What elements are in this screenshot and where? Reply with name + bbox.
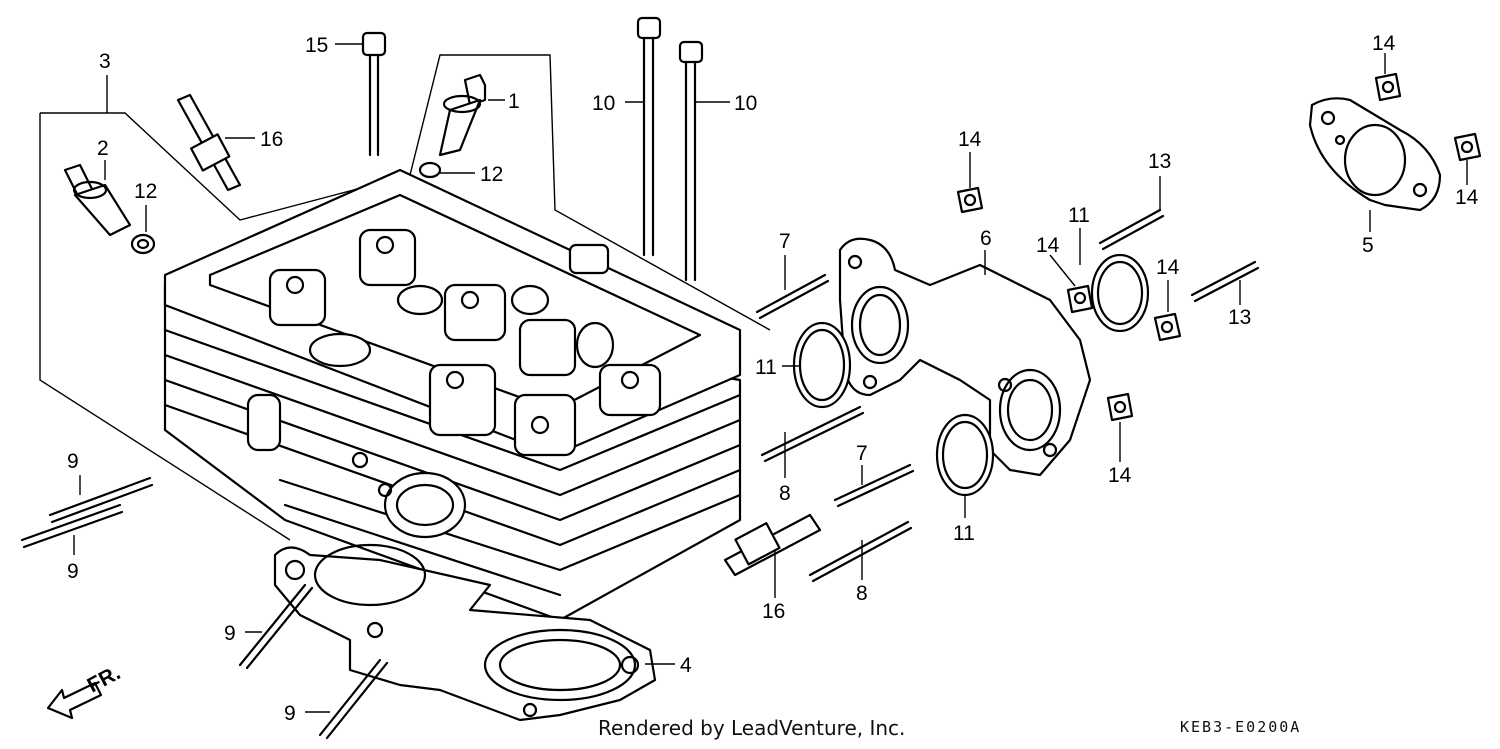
studs-7-8 bbox=[755, 273, 915, 583]
front-arrow-icon bbox=[46, 681, 103, 720]
callout-12a: 12 bbox=[134, 180, 157, 203]
group-bracket bbox=[39, 54, 771, 541]
bolt-2 bbox=[63, 163, 132, 237]
spark-plug-16b bbox=[723, 513, 822, 577]
callout-14f: 14 bbox=[1455, 186, 1479, 209]
callout-10a: 10 bbox=[592, 92, 615, 115]
callout-14b: 14 bbox=[1036, 234, 1060, 257]
callout-9b: 9 bbox=[67, 560, 79, 583]
long-bolt-10b bbox=[678, 40, 704, 282]
callout-9d: 9 bbox=[284, 702, 296, 725]
callout-4: 4 bbox=[680, 654, 692, 677]
callout-7a: 7 bbox=[779, 230, 791, 253]
cylinder-head bbox=[163, 168, 742, 622]
intake-manifold bbox=[838, 237, 1092, 477]
bolt-1 bbox=[438, 73, 487, 157]
nuts-14 bbox=[956, 72, 1482, 422]
callout-7b: 7 bbox=[856, 442, 868, 465]
callout-2: 2 bbox=[97, 137, 109, 160]
spark-plug-16a bbox=[176, 93, 242, 192]
long-bolt-10a bbox=[636, 16, 662, 257]
callout-10b: 10 bbox=[734, 92, 757, 115]
callout-14e: 14 bbox=[1372, 32, 1396, 55]
callout-9c: 9 bbox=[224, 622, 236, 645]
oring-11c bbox=[1090, 253, 1150, 333]
callout-11a: 11 bbox=[755, 356, 777, 379]
callout-8a: 8 bbox=[779, 482, 791, 505]
credit-text: Rendered by LeadVenture, Inc. bbox=[598, 716, 906, 740]
leader-lines bbox=[73, 43, 1468, 713]
callout-11b: 11 bbox=[953, 522, 975, 545]
callout-11c: 11 bbox=[1068, 204, 1090, 227]
callout-13a: 13 bbox=[1148, 150, 1171, 173]
callout-6: 6 bbox=[980, 227, 992, 250]
bolt-15 bbox=[361, 31, 387, 157]
callout-9a: 9 bbox=[67, 450, 79, 473]
callout-12b: 12 bbox=[480, 163, 503, 186]
diagram-code: KEB3-E0200A bbox=[1180, 718, 1302, 736]
studs-9 bbox=[20, 476, 389, 740]
callout-14a: 14 bbox=[958, 128, 982, 151]
washer-12b bbox=[418, 161, 442, 179]
callout-16b: 16 bbox=[762, 600, 785, 623]
oring-11b bbox=[935, 413, 995, 497]
callout-15: 15 bbox=[305, 34, 328, 57]
callout-13b: 13 bbox=[1228, 306, 1251, 329]
callout-3: 3 bbox=[99, 50, 111, 73]
callout-1: 1 bbox=[508, 90, 520, 113]
washer-12a bbox=[130, 233, 156, 255]
callout-16a: 16 bbox=[260, 128, 283, 151]
callout-5: 5 bbox=[1362, 234, 1374, 257]
oring-11a bbox=[792, 321, 852, 409]
callout-14c: 14 bbox=[1156, 256, 1180, 279]
insulator-5 bbox=[1308, 97, 1442, 212]
callout-8b: 8 bbox=[856, 582, 868, 605]
callout-14d: 14 bbox=[1108, 464, 1132, 487]
studs-13 bbox=[1098, 208, 1260, 303]
callouts: 1 2 3 4 5 6 7 7 8 8 9 9 9 9 10 10 11 11 … bbox=[67, 32, 1479, 725]
